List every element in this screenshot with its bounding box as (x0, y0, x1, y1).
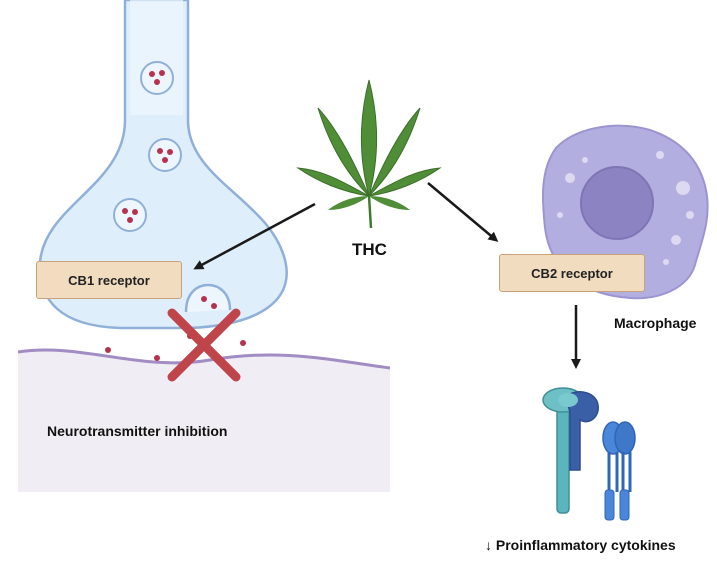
cb1-receptor-box: CB1 receptor (36, 261, 182, 299)
macrophage-label: Macrophage (614, 315, 697, 331)
cytokine-receptor-icon (542, 387, 636, 521)
arrow-thc-to-cb2 (427, 182, 499, 242)
cannabis-leaf-icon (296, 79, 442, 229)
arrow-thc-to-cb1 (193, 202, 316, 270)
vesicle (113, 198, 147, 232)
cytokines-label: ↓ Proinflammatory cytokines (485, 537, 676, 553)
cb2-receptor-box: CB2 receptor (499, 254, 645, 292)
vesicle (148, 138, 182, 172)
thc-label: THC (352, 240, 387, 259)
neurotransmitter-inhibition-label: Neurotransmitter inhibition (47, 423, 228, 439)
inhibition-x-icon (167, 308, 241, 382)
vesicle (140, 61, 174, 95)
docked-vesicle (184, 283, 232, 313)
postsynaptic-cell (17, 348, 391, 492)
